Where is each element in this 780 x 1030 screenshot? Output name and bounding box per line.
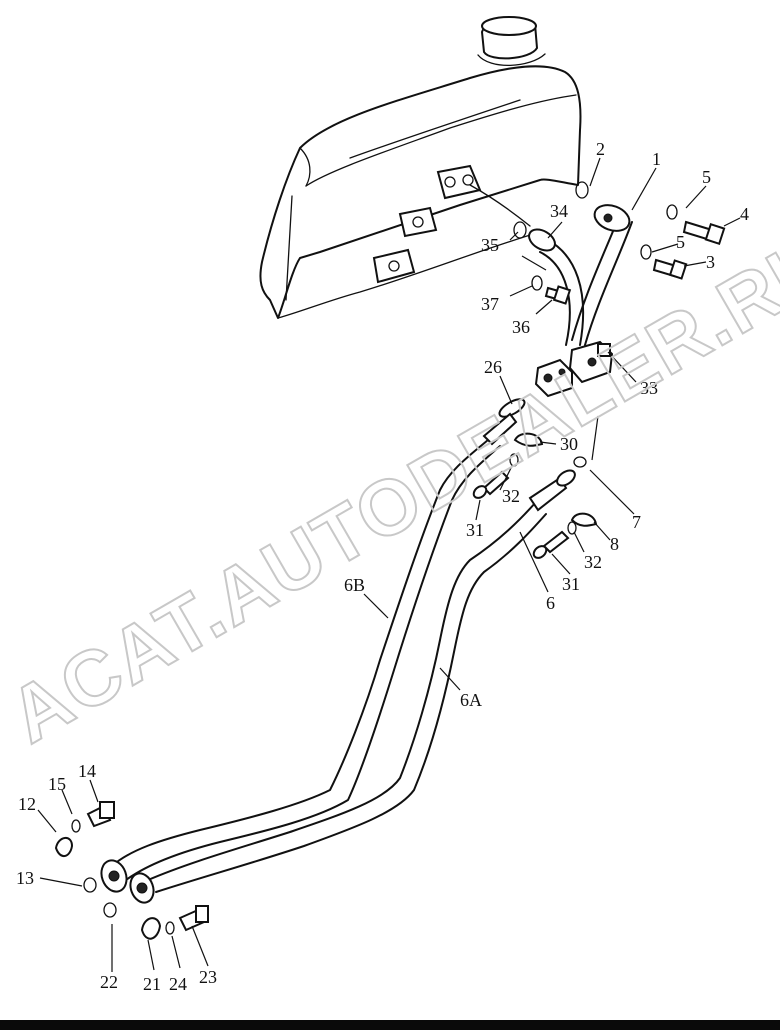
lower-flange-right (129, 872, 155, 904)
washer-5-upper (666, 204, 678, 220)
bolt-14 (86, 801, 115, 828)
bolt-33 (597, 343, 611, 357)
callout-3: 3 (706, 252, 715, 272)
o-ring-13 (83, 877, 97, 893)
callout-36: 36 (512, 317, 530, 337)
callout-26: 26 (484, 357, 502, 377)
pipe-6-hose-end (528, 469, 576, 512)
bolt-23 (178, 905, 209, 932)
callout-12: 12 (18, 794, 36, 814)
bolt-31-lower (532, 530, 570, 559)
bolt-36 (544, 285, 572, 305)
upper-flange-26 (482, 398, 526, 446)
callout-1: 1 (652, 149, 661, 169)
callout-21: 21 (143, 974, 161, 994)
callout-2: 2 (596, 139, 605, 159)
mount-pad-upper (436, 164, 482, 200)
leader-lines (37, 157, 741, 972)
callout-31-upper: 31 (466, 520, 484, 540)
callout-14: 14 (78, 761, 96, 781)
callout-23: 23 (199, 967, 217, 987)
split-flange-12 (54, 837, 74, 857)
callout-8: 8 (610, 534, 619, 554)
pipe-34 (528, 228, 585, 346)
bolt-4 (682, 220, 726, 246)
callout-6: 6 (546, 593, 555, 613)
washer-5-lower (640, 244, 652, 260)
pipe-6b (111, 439, 501, 881)
callout-32-lower: 32 (584, 552, 602, 572)
split-flange-30 (513, 432, 544, 447)
callout-32-upper: 32 (502, 486, 520, 506)
bolt-31-upper (472, 470, 510, 499)
callout-6b: 6B (344, 575, 365, 595)
lower-flange-left (100, 859, 128, 893)
o-ring-2 (575, 181, 589, 199)
callout-5-lower: 5 (676, 232, 685, 252)
callout-labels: 1 2 5 4 34 5 3 35 37 36 26 33 30 32 7 31… (16, 139, 749, 994)
callout-4: 4 (740, 204, 749, 224)
junction-block-left (534, 358, 573, 398)
callout-6a: 6A (460, 690, 482, 710)
split-flange-21 (140, 917, 162, 940)
bottom-bar (0, 1020, 780, 1030)
callout-35: 35 (481, 235, 499, 255)
hydraulic-tank (259, 16, 582, 319)
callout-13: 13 (16, 868, 34, 888)
mount-pad-middle (398, 206, 438, 238)
callout-33: 33 (640, 378, 658, 398)
o-ring-7 (573, 456, 587, 468)
callout-37: 37 (481, 294, 499, 314)
washer-24 (165, 921, 175, 935)
callout-7: 7 (632, 512, 641, 532)
watermark: ACAT.AUTODEALER.RU (0, 216, 780, 759)
bolt-3 (652, 258, 688, 280)
o-ring-22 (103, 902, 117, 918)
callout-34: 34 (550, 201, 568, 221)
pipe-6a (147, 501, 547, 893)
washer-37 (531, 275, 543, 291)
washer-32-upper (509, 453, 519, 467)
callout-24: 24 (169, 974, 187, 994)
callout-30: 30 (560, 434, 578, 454)
o-ring-35 (513, 221, 527, 239)
washer-15 (71, 819, 81, 833)
pipe-1 (571, 204, 633, 346)
callout-22: 22 (100, 972, 118, 992)
washer-32-lower (567, 521, 577, 535)
callout-15: 15 (48, 774, 66, 794)
callout-5-upper: 5 (702, 167, 711, 187)
callout-31-lower: 31 (562, 574, 580, 594)
mount-pad-lower (372, 248, 416, 284)
